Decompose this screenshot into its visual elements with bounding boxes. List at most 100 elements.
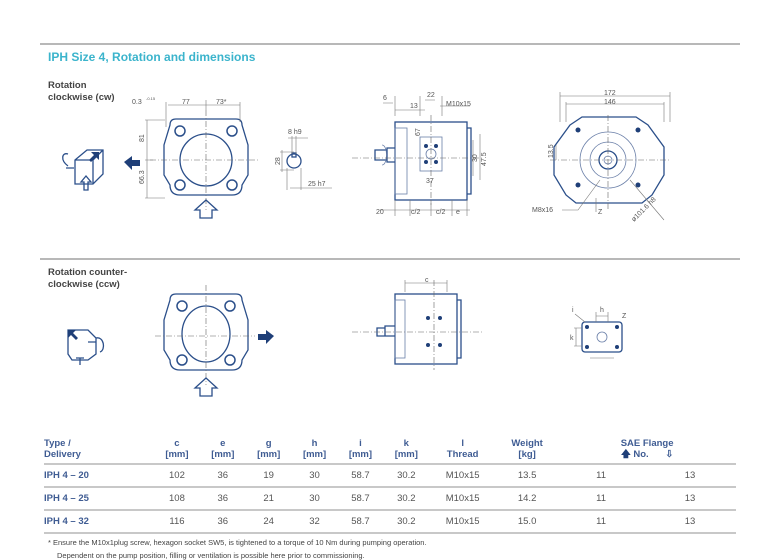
col-type: Type /Delivery	[44, 438, 81, 460]
cell-g: 24	[245, 509, 292, 534]
rotation-ccw-symbol	[67, 329, 105, 365]
svg-text:25 h7: 25 h7	[308, 181, 326, 188]
svg-text:k: k	[570, 335, 574, 342]
col-h: h[mm]	[302, 438, 327, 460]
cell-e: 36	[199, 509, 246, 534]
outlet-down-arrow-icon: ⇩	[665, 449, 674, 460]
svg-text:30: 30	[472, 154, 479, 162]
svg-text:73*: 73*	[216, 99, 227, 106]
col-sae-flange: SAE Flange 🡅 No. ⇩	[620, 438, 674, 460]
cell-c: 102	[154, 463, 200, 487]
page-title: IPH Size 4, Rotation and dimensions	[48, 50, 256, 64]
svg-text:e: e	[456, 209, 460, 216]
svg-text:13.5: 13.5	[548, 144, 555, 158]
svg-text:c/2: c/2	[411, 209, 420, 216]
svg-text:8 h9: 8 h9	[288, 129, 302, 136]
cell-thread: M10x15	[429, 486, 497, 510]
svg-text:M8x16: M8x16	[532, 207, 553, 214]
cell-g: 19	[245, 463, 292, 487]
cell-type: IPH 4 – 20	[44, 463, 154, 487]
rotation-cw-symbol	[62, 149, 104, 191]
rear-view: 172 146 13.5 M8x16 Z ø101.6 h8	[532, 90, 671, 223]
cell-sae-inlet: 11	[558, 509, 644, 534]
col-g: g[mm]	[257, 438, 281, 460]
cell-i: 58.7	[337, 509, 384, 534]
front-view-ccw	[155, 285, 255, 397]
cell-sae-inlet: 11	[558, 486, 644, 510]
dimensions-table: Type /Delivery c[mm] e[mm] g[mm] h[mm] i…	[44, 430, 736, 534]
svg-text:67: 67	[415, 128, 422, 136]
cell-sae-inlet: 11	[558, 463, 644, 487]
cell-e: 36	[199, 463, 246, 487]
section-label-ccw: Rotation counter-clockwise (ccw)	[48, 267, 128, 290]
port-detail: h i k Z	[570, 307, 627, 359]
col-weight: Weight[kg]	[511, 438, 543, 460]
cell-k: 30.2	[383, 463, 430, 487]
cell-sae-outlet: 13	[643, 463, 736, 487]
svg-text:22: 22	[427, 92, 435, 99]
svg-text:h: h	[600, 307, 604, 314]
cell-h: 30	[291, 463, 338, 487]
cell-weight: 15.0	[496, 509, 559, 534]
inlet-arrow-icon	[193, 199, 219, 219]
svg-text:c: c	[425, 277, 429, 284]
front-view-cw: 0.3 -0.15 77 73* 81 66.3	[132, 96, 260, 219]
top-rule	[40, 43, 740, 45]
col-i: i[mm]	[348, 438, 373, 460]
shaft-detail: 8 h9 28 25 h7	[275, 129, 332, 190]
svg-text:77: 77	[182, 99, 190, 106]
outlet-arrow-icon	[258, 330, 274, 344]
cell-thread: M10x15	[429, 463, 497, 487]
cell-i: 58.7	[337, 486, 384, 510]
svg-text:0.3: 0.3	[132, 99, 142, 106]
footnote-line-2: Dependent on the pump position, filling …	[57, 551, 365, 560]
table-header-row: Type /Delivery c[mm] e[mm] g[mm] h[mm] i…	[44, 430, 736, 464]
cell-c: 108	[154, 486, 200, 510]
cell-k: 30.2	[383, 509, 430, 534]
cell-weight: 13.5	[496, 463, 559, 487]
col-c: c[mm]	[165, 438, 189, 460]
footnote-line-1: * Ensure the M10x1plug screw, hexagon so…	[48, 538, 427, 547]
cell-k: 30.2	[383, 486, 430, 510]
col-e: e[mm]	[211, 438, 235, 460]
cell-sae-outlet: 13	[643, 486, 736, 510]
inlet-arrow-icon	[193, 377, 219, 397]
svg-text:M10x15: M10x15	[446, 101, 471, 108]
svg-text:81: 81	[139, 134, 146, 142]
svg-text:13: 13	[410, 103, 418, 110]
cell-sae-outlet: 13	[643, 509, 736, 534]
dimension-drawings: 0.3 -0.15 77 73* 81 66.3 8 h9 28 25 h7 6…	[62, 90, 671, 397]
section-rule	[40, 258, 740, 260]
cell-h: 32	[291, 509, 338, 534]
svg-text:i: i	[572, 307, 574, 314]
cell-type: IPH 4 – 32	[44, 509, 154, 534]
svg-text:20: 20	[376, 209, 384, 216]
svg-text:47.5: 47.5	[481, 152, 488, 166]
inlet-up-arrow-icon: 🡅	[620, 449, 631, 460]
svg-text:Z: Z	[622, 313, 627, 320]
col-k: k[mm]	[394, 438, 418, 460]
svg-text:66.3: 66.3	[139, 170, 146, 184]
cell-c: 116	[154, 509, 200, 534]
cell-e: 36	[199, 486, 246, 510]
svg-text:-0.15: -0.15	[146, 96, 156, 101]
side-view-cw: 6 13 22 M10x15 67 30 47.5 37 20 c/2 c/2 …	[352, 92, 488, 216]
svg-text:37: 37	[426, 178, 434, 185]
svg-text:Z: Z	[598, 209, 603, 216]
outlet-arrow-icon	[124, 156, 140, 170]
side-view-ccw: c	[352, 277, 482, 370]
svg-text:c/2: c/2	[436, 209, 445, 216]
cell-weight: 14.2	[496, 486, 559, 510]
cell-g: 21	[245, 486, 292, 510]
svg-text:ø101.6 h8: ø101.6 h8	[630, 196, 657, 223]
svg-text:146: 146	[604, 99, 616, 106]
cell-type: IPH 4 – 25	[44, 486, 154, 510]
cell-h: 30	[291, 486, 338, 510]
svg-text:172: 172	[604, 90, 616, 97]
svg-text:28: 28	[275, 157, 282, 165]
